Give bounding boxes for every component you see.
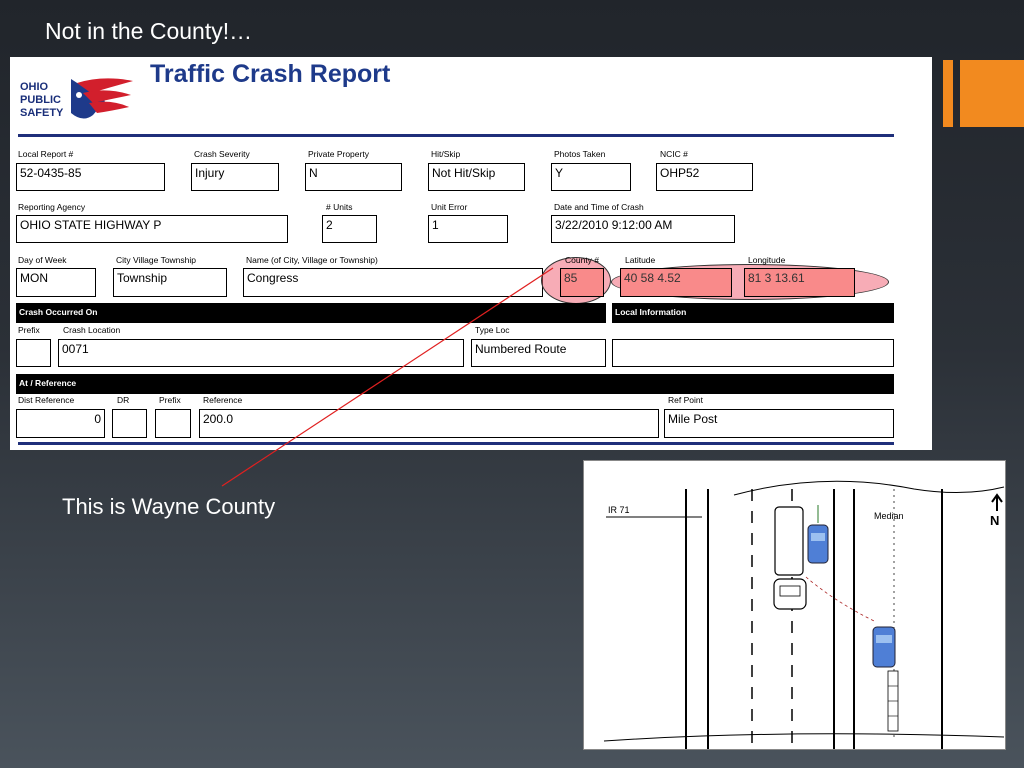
dist-reference-field: 0 [16, 409, 105, 438]
ref-prefix-field [155, 409, 191, 438]
logo-line-3: SAFETY [20, 107, 64, 119]
name-field: Congress [243, 268, 543, 297]
date-time-field: 3/22/2010 9:12:00 AM [551, 215, 735, 243]
county-label: County # [565, 255, 600, 265]
crash-occurred-on-header: Crash Occurred On [16, 303, 606, 323]
at-reference-header: At / Reference [16, 374, 894, 394]
ohio-flag-icon [71, 78, 133, 119]
truck-icon [773, 506, 807, 610]
ref-point-label: Ref Point [668, 395, 703, 405]
units-label: # Units [326, 202, 353, 212]
dist-reference-label: Dist Reference [18, 395, 75, 405]
type-loc-field: Numbered Route [471, 339, 606, 367]
photos-taken-field: Y [551, 163, 631, 191]
latitude-field: 40 58 4.52 [620, 268, 732, 297]
hit-skip-label: Hit/Skip [431, 149, 461, 159]
date-time-label: Date and Time of Crash [554, 202, 644, 212]
logo-line-1: OHIO [20, 81, 49, 93]
type-loc-label: Type Loc [475, 325, 510, 335]
reference-field: 200.0 [199, 409, 659, 438]
unit-error-field: 1 [428, 215, 508, 243]
latitude-label: Latitude [625, 255, 656, 265]
crash-location-field: 0071 [58, 339, 464, 367]
reporting-agency-field: OHIO STATE HIGHWAY P [16, 215, 288, 243]
day-of-week-label: Day of Week [18, 255, 67, 265]
unit-error-label: Unit Error [431, 202, 468, 212]
crash-report-image: OHIO PUBLIC SAFETY Traffic Crash Report … [10, 57, 932, 450]
ncic-label: NCIC # [660, 149, 688, 159]
ref-prefix-label: Prefix [159, 395, 181, 405]
car-icon-2 [872, 626, 896, 668]
car-icon-1 [807, 505, 829, 564]
accent-bar-wide [960, 60, 1024, 127]
photos-taken-label: Photos Taken [554, 149, 606, 159]
footer-divider [18, 442, 894, 445]
caption-text: This is Wayne County [62, 494, 276, 519]
accent-bar-thin [943, 60, 953, 127]
longitude-field: 81 3 13.61 [744, 268, 855, 297]
header-divider [18, 134, 894, 137]
local-information-field [612, 339, 894, 367]
report-title: Traffic Crash Report [150, 60, 391, 88]
median-label: Median [874, 511, 904, 521]
dr-field [112, 409, 147, 438]
ref-point-field: Mile Post [664, 409, 894, 438]
dr-label: DR [117, 395, 130, 405]
slide-title: Not in the County!… [45, 18, 253, 44]
ohio-public-safety-logo: OHIO PUBLIC SAFETY [18, 69, 138, 129]
ncic-field: OHP52 [656, 163, 753, 191]
units-field: 2 [322, 215, 377, 243]
reference-label: Reference [203, 395, 243, 405]
hit-skip-field: Not Hit/Skip [428, 163, 525, 191]
name-label: Name (of City, Village or Township) [246, 255, 378, 265]
private-property-label: Private Property [308, 149, 369, 159]
logo-line-2: PUBLIC [20, 94, 61, 106]
crash-scene-diagram: IR 71 Median N [583, 460, 1006, 750]
north-arrow-icon: N [990, 493, 1003, 528]
prefix-label: Prefix [18, 325, 40, 335]
road-label: IR 71 [608, 505, 630, 515]
local-report-label: Local Report # [18, 149, 74, 159]
day-of-week-field: MON [16, 268, 96, 297]
prefix-field [16, 339, 51, 367]
crash-location-label: Crash Location [63, 325, 121, 335]
private-property-field: N [305, 163, 402, 191]
crash-severity-label: Crash Severity [194, 149, 250, 159]
city-village-township-label: City Village Township [116, 255, 197, 265]
north-label: N [990, 513, 999, 528]
local-information-header: Local Information [612, 303, 894, 323]
county-field: 85 [560, 268, 604, 297]
longitude-label: Longitude [748, 255, 786, 265]
city-village-township-field: Township [113, 268, 227, 297]
local-report-field: 52-0435-85 [16, 163, 165, 191]
crash-severity-field: Injury [191, 163, 279, 191]
reporting-agency-label: Reporting Agency [18, 202, 86, 212]
